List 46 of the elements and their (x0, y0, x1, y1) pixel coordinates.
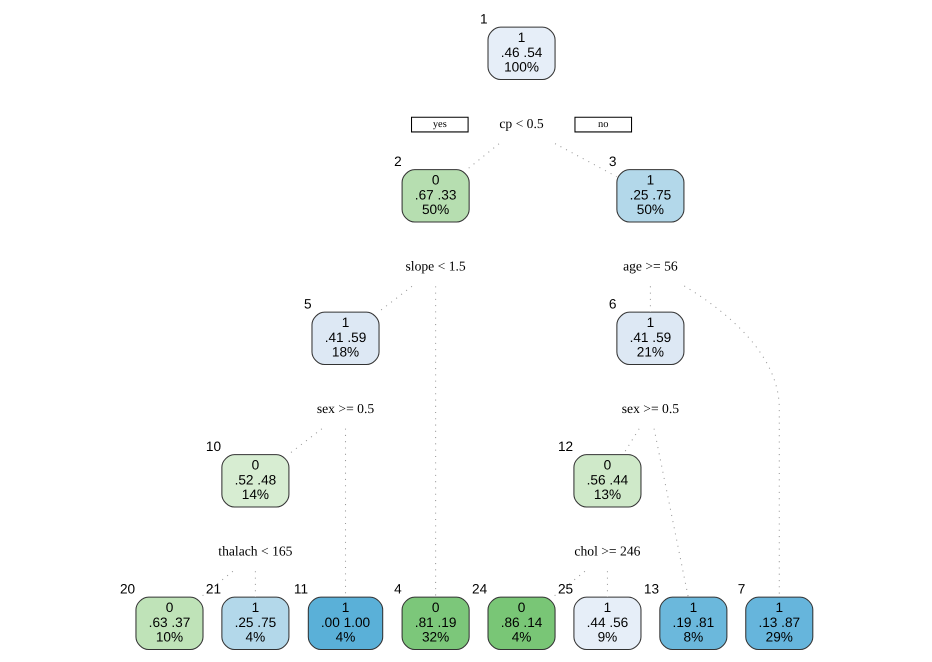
node-label: 25 (558, 581, 574, 596)
node-label: 20 (120, 581, 136, 596)
node-label: 4 (394, 581, 402, 596)
node-box: no (574, 116, 632, 132)
node-label: 11 (294, 581, 308, 596)
node-label: 10 (206, 438, 222, 454)
node-label: 3 (608, 154, 616, 169)
node-box: 0 .81 .19 32% (402, 596, 470, 650)
connector (378, 286, 412, 312)
node-box: 0 .63 .37 10% (135, 596, 204, 650)
connector (552, 570, 586, 598)
node-label: 13 (644, 581, 660, 596)
node-box: 0 .52 .48 14% (221, 454, 290, 508)
connector (654, 428, 689, 597)
node-box: 1 .46 .54 100% (487, 26, 556, 80)
node-label: 21 (206, 581, 222, 596)
node-text: sex >= 0.5 (316, 401, 374, 416)
node-box: 1 .13 .87 29% (745, 596, 814, 650)
node-box: 1 .00 1.00 4% (308, 596, 384, 650)
node-text: age >= 56 (623, 258, 678, 274)
node-box: 1 .25 .75 50% (616, 169, 684, 223)
node-label: 24 (472, 581, 488, 596)
node-label: 12 (558, 438, 574, 454)
node-box: 1 .41 .59 18% (311, 312, 380, 366)
node-box: 1 .44 .56 9% (573, 596, 642, 650)
node-box: 0 .67 .33 50% (402, 169, 470, 223)
node-label: 6 (608, 296, 616, 312)
connector (288, 428, 322, 455)
node-label: 2 (394, 154, 402, 169)
node-text: sex >= 0.5 (622, 401, 680, 416)
node-text: cp < 0.5 (499, 116, 544, 132)
node-text: thalach < 165 (218, 544, 292, 559)
node-label: 1 (480, 11, 488, 26)
connector (554, 143, 617, 178)
node-box: 1 .25 .75 4% (221, 596, 290, 650)
node-box: 1 .41 .59 21% (616, 312, 684, 366)
node-box: yes (411, 116, 469, 132)
connector (200, 570, 234, 598)
node-text: slope < 1.5 (406, 258, 466, 274)
node-label: 7 (738, 581, 746, 596)
node-box: 0 .86 .14 4% (487, 596, 556, 650)
node-box: 0 .56 .44 13% (573, 454, 642, 508)
node-text: chol >= 246 (574, 544, 640, 559)
node-label: 5 (304, 296, 312, 312)
node-box: 1 .19 .81 8% (659, 596, 728, 650)
connector (466, 143, 500, 170)
